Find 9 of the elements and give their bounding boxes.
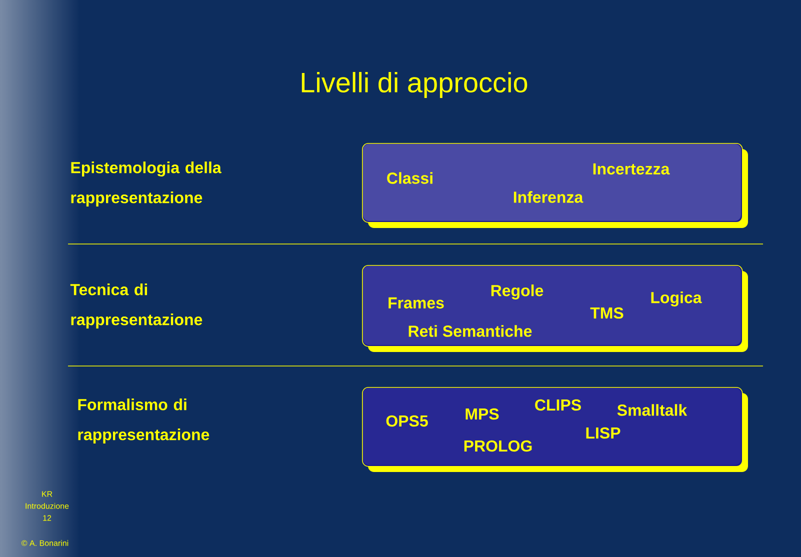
concept-box: Frames Regole TMS Logica Reti Semantiche (362, 265, 748, 352)
row-label: Tecnica di rappresentazione (70, 284, 202, 328)
footer-text: KR Introduzione 12 (26, 491, 69, 521)
concept-box: OPS5 MPS CLIPS Smalltalk LISP PROLOG (362, 387, 748, 472)
slide-title: Livelli di approccio (302, 72, 528, 98)
concept-box: Classi Inferenza Incertezza (362, 143, 748, 228)
copyright-text: © A. Bonarini (22, 540, 68, 546)
row-label: Epistemologia della rappresentazione (71, 162, 222, 206)
row-label: Formalismo di rappresentazione (78, 398, 210, 444)
